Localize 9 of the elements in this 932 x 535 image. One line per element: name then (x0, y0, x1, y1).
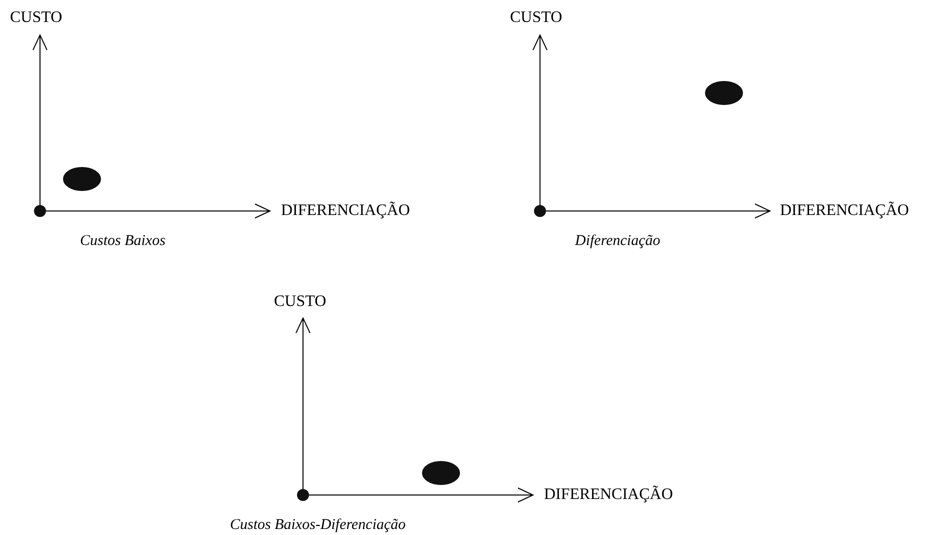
axis-label: CUSTO (274, 293, 326, 311)
axis-label: DIFERENCIAÇÃO (780, 202, 909, 220)
chart-caption: Custos Baixos (80, 232, 166, 250)
axis-label: DIFERENCIAÇÃO (544, 486, 673, 504)
axis-label: CUSTO (510, 9, 562, 27)
chart-caption: Diferenciação (575, 232, 660, 250)
axis-label: CUSTO (10, 9, 62, 27)
axis-label: DIFERENCIAÇÃO (281, 202, 410, 220)
chart-caption: Custos Baixos-Diferenciação (230, 516, 406, 534)
